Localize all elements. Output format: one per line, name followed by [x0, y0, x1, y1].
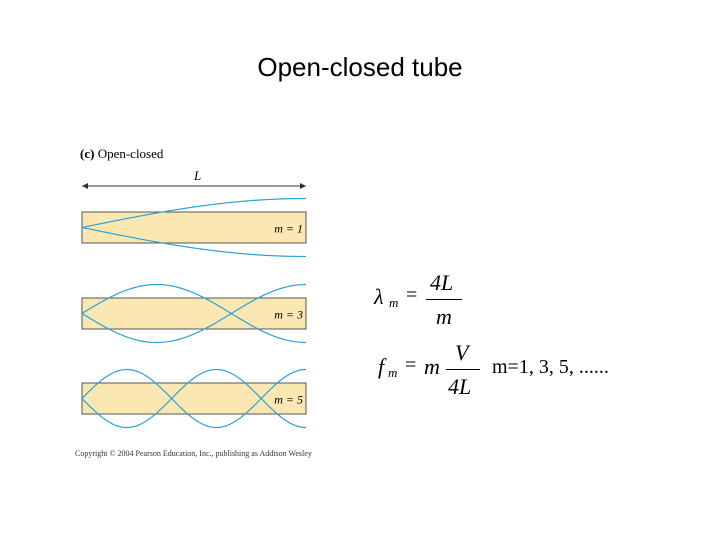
figure-label-letter: (c): [80, 146, 95, 161]
tube-3: [81, 382, 307, 415]
equals-sign: =: [405, 354, 417, 376]
tube-diagram: Lm = 1 m = 3 m = 5: [81, 168, 307, 429]
standing-wave-curve-3-upper: [81, 368, 307, 429]
frequency-subscript: m: [388, 365, 398, 380]
mode-label-2: m = 3: [274, 308, 303, 322]
figure-label: (c) Open-closed: [80, 146, 163, 162]
length-arrow-right-head: [300, 183, 306, 189]
standing-wave-curve-3-lower: [81, 368, 307, 429]
frequency-numerator: V: [455, 340, 469, 365]
standing-wave-curve-1-upper: [81, 226, 306, 258]
standing-wave-curve-1-lower: [81, 197, 306, 229]
wavelength-fraction-bar: [426, 299, 462, 300]
lambda-symbol: λ: [374, 284, 384, 309]
standing-wave-curve-2-lower: [81, 283, 307, 344]
mode-values: m=1, 3, 5, ......: [492, 356, 609, 378]
standing-wave-curve-2-upper: [81, 283, 307, 344]
frequency-symbol: f: [378, 354, 385, 379]
frequency-coefficient: m: [424, 354, 440, 379]
mode-label-1: m = 1: [274, 222, 303, 236]
length-label: L: [193, 168, 201, 183]
slide-title: Open-closed tube: [257, 52, 463, 82]
wavelength-equation: λ m = 4L m: [374, 268, 474, 338]
frequency-equation: f m = m V 4L: [378, 338, 498, 408]
copyright-notice: Copyright © 2004 Pearson Education, Inc.…: [75, 449, 312, 458]
figure-label-text: Open-closed: [94, 146, 164, 161]
equals-sign: =: [406, 284, 418, 306]
tube-2: [81, 297, 307, 330]
tube-1: [81, 211, 307, 244]
length-arrow-left-head: [82, 183, 88, 189]
frequency-fraction-bar: [446, 369, 480, 370]
wavelength-numerator: 4L: [430, 270, 454, 295]
frequency-denominator: 4L: [448, 374, 472, 399]
mode-label-3: m = 5: [274, 393, 303, 407]
wavelength-denominator: m: [436, 304, 452, 329]
lambda-subscript: m: [389, 295, 399, 310]
